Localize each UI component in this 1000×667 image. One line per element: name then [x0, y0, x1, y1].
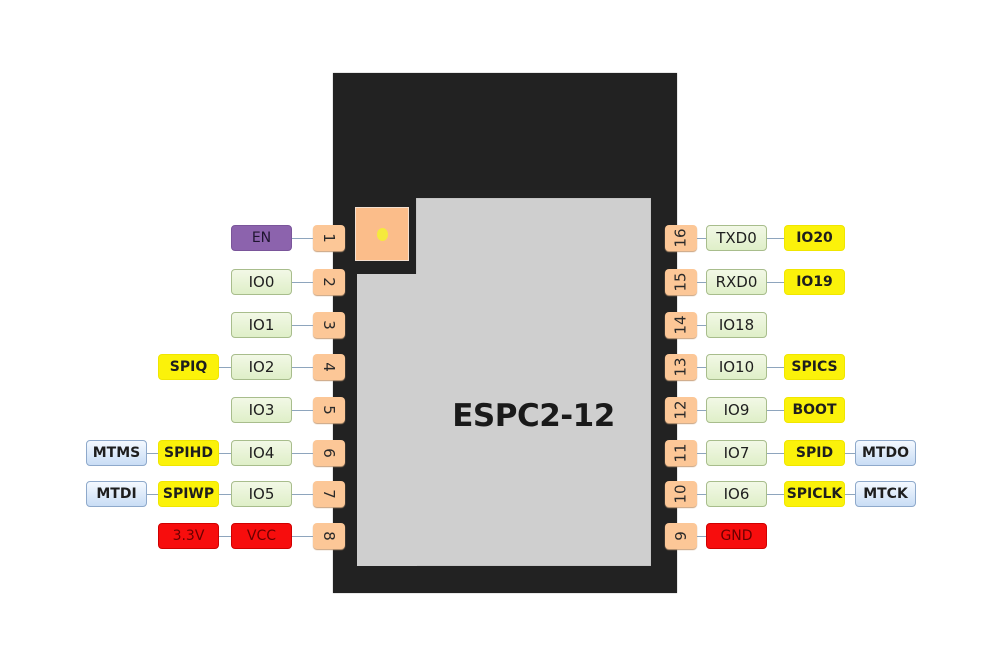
connector-line: [767, 282, 784, 283]
pin-number: 12: [672, 400, 690, 420]
pin-number: 4: [319, 362, 338, 372]
pin-number: 14: [672, 315, 690, 335]
pin-label-io: TXD0: [706, 225, 767, 251]
connector-line: [697, 238, 706, 239]
pin-3: 3: [313, 312, 345, 338]
pin-14: 14: [665, 312, 697, 338]
connector-line: [697, 410, 706, 411]
connector-line: [292, 282, 313, 283]
pin-label-alt: SPID: [784, 440, 845, 466]
pin-label-io: IO18: [706, 312, 767, 338]
connector-line: [697, 494, 706, 495]
connector-line: [697, 453, 706, 454]
pin-label-io: IO1: [231, 312, 292, 338]
pin-label-alt: IO20: [784, 225, 845, 251]
pin-label-io: IO3: [231, 397, 292, 423]
pin-4: 4: [313, 354, 345, 380]
connector-line: [219, 536, 231, 537]
pin-12: 12: [665, 397, 697, 423]
pin-label-io: IO2: [231, 354, 292, 380]
pin-label-jtag: MTDO: [855, 440, 916, 466]
pin-2: 2: [313, 269, 345, 295]
pin-number: 6: [319, 448, 338, 458]
connector-line: [767, 410, 784, 411]
connector-line: [697, 367, 706, 368]
antenna-pad: [355, 207, 409, 261]
module-name: ESPC2-12: [452, 398, 615, 434]
pin-number: 10: [672, 484, 690, 504]
pin-label-en: EN: [231, 225, 292, 251]
connector-line: [147, 494, 158, 495]
pin-15: 15: [665, 269, 697, 295]
rf-shield-lower: [357, 274, 417, 566]
pin-7: 7: [313, 481, 345, 507]
pin-11: 11: [665, 440, 697, 466]
pin-6: 6: [313, 440, 345, 466]
pin-label-io: IO10: [706, 354, 767, 380]
connector-line: [292, 238, 313, 239]
pin-5: 5: [313, 397, 345, 423]
pin-label-io: IO7: [706, 440, 767, 466]
pin-number: 1: [319, 233, 338, 243]
connector-line: [292, 367, 313, 368]
pin-8: 8: [313, 523, 345, 549]
pin-label-jtag: MTMS: [86, 440, 147, 466]
pin-label-io: IO4: [231, 440, 292, 466]
connector-line: [219, 453, 231, 454]
connector-line: [147, 453, 158, 454]
pin-10: 10: [665, 481, 697, 507]
connector-line: [697, 536, 706, 537]
pin-label-io: IO9: [706, 397, 767, 423]
connector-line: [292, 453, 313, 454]
pin-9: 9: [665, 523, 697, 549]
pin-number: 3: [319, 320, 338, 330]
connector-line: [767, 238, 784, 239]
pin-label-alt: SPICS: [784, 354, 845, 380]
pin-label-io: IO5: [231, 481, 292, 507]
pin-label-alt: BOOT: [784, 397, 845, 423]
pin-label-io: IO0: [231, 269, 292, 295]
connector-line: [219, 367, 231, 368]
pin-label-alt: SPIHD: [158, 440, 219, 466]
connector-line: [697, 282, 706, 283]
pin-number: 13: [672, 357, 690, 377]
connector-line: [292, 410, 313, 411]
connector-line: [292, 325, 313, 326]
pin-label-alt: SPIQ: [158, 354, 219, 380]
pin-label-alt: IO19: [784, 269, 845, 295]
pin-number: 8: [319, 531, 338, 541]
pin-number: 9: [671, 531, 690, 541]
rf-shield: [416, 198, 651, 566]
connector-line: [292, 494, 313, 495]
pin-number: 7: [319, 489, 338, 499]
pin-label-power: GND: [706, 523, 767, 549]
connector-line: [767, 494, 784, 495]
pin-label-jtag: MTDI: [86, 481, 147, 507]
connector-line: [767, 453, 784, 454]
connector-line: [697, 325, 706, 326]
connector-line: [219, 494, 231, 495]
pin-label-alt: SPIWP: [158, 481, 219, 507]
pin-number: 2: [319, 277, 338, 287]
pin-label-io: RXD0: [706, 269, 767, 295]
connector-line: [767, 367, 784, 368]
pin-number: 11: [672, 443, 690, 463]
connector-line: [292, 536, 313, 537]
pin-label-power: VCC: [231, 523, 292, 549]
connector-line: [845, 453, 855, 454]
pin-13: 13: [665, 354, 697, 380]
pin-label-io: IO6: [706, 481, 767, 507]
pin-number: 16: [672, 228, 690, 248]
pin1-marker-dot: [377, 228, 388, 241]
pin-number: 5: [319, 405, 338, 415]
pin-label-jtag: MTCK: [855, 481, 916, 507]
pin-label-power: 3.3V: [158, 523, 219, 549]
pin-number: 15: [672, 272, 690, 292]
pin-1: 1: [313, 225, 345, 251]
pin-label-alt: SPICLK: [784, 481, 845, 507]
connector-line: [845, 494, 855, 495]
pin-16: 16: [665, 225, 697, 251]
